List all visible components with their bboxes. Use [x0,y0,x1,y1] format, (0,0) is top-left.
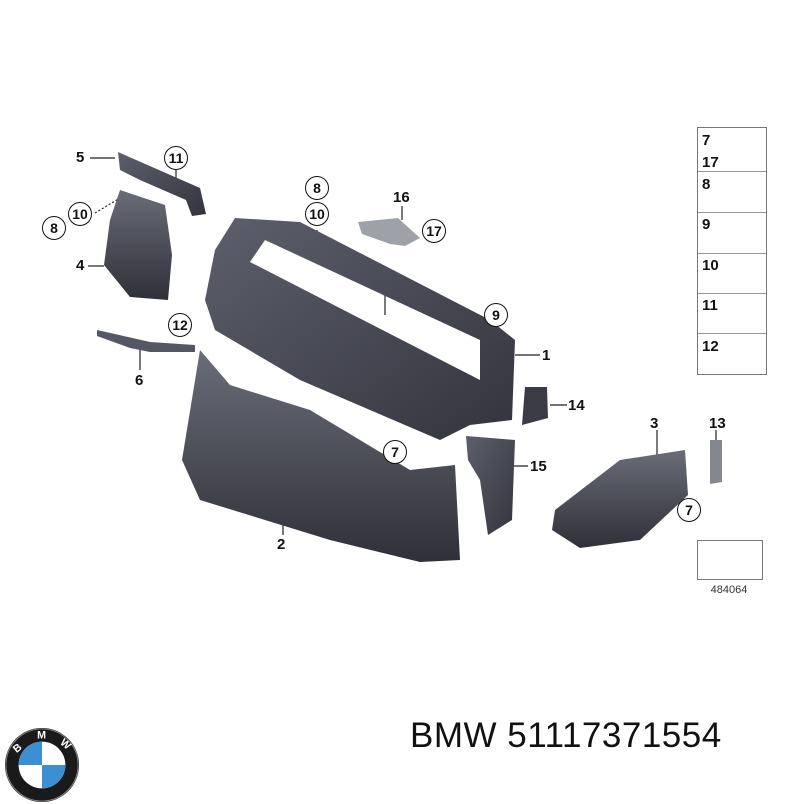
circled-callout-9: 9 [484,303,508,327]
part-16-plate [358,218,420,246]
legend-label-11: 11 [702,297,718,314]
callout-5: 5 [76,149,85,166]
fastener-legend: 7 17 8 9 10 11 12 [697,127,767,375]
circled-callout-10-frame: 10 [305,202,329,226]
callout-15: 15 [530,458,547,475]
part-2-lower-shroud [182,350,460,562]
diagram-reference-code: 484064 [710,584,748,596]
part-5-bracket [118,152,206,216]
circled-callout-7-shroud: 7 [383,440,407,464]
part-3-air-duct [552,450,688,548]
part-1-frame [205,218,515,440]
circled-callout-17: 17 [422,219,446,243]
circled-callout-8-frame: 8 [305,176,329,200]
circled-callout-8: 8 [42,216,66,240]
callout-16: 16 [393,189,410,206]
callout-4: 4 [76,257,85,274]
circled-callout-7-duct: 7 [677,498,701,522]
callout-13: 13 [709,415,726,432]
legend-label-7: 7 [702,132,711,149]
callout-6: 6 [135,372,144,389]
callout-2: 2 [277,536,286,553]
part-13-seal [710,440,722,484]
svg-text:M: M [37,730,46,742]
legend-label-9: 9 [702,216,711,233]
legend-label-12: 12 [702,338,719,355]
callout-1: 1 [542,347,551,364]
part-14-cover [522,387,548,425]
callout-3: 3 [650,415,659,432]
part-title: BMW 51117371554 [410,716,722,755]
part-6-bracket [97,330,195,352]
part-4-duct [104,190,172,300]
callout-14: 14 [568,397,585,414]
part-15-deflector [466,436,515,535]
legend-label-10: 10 [702,257,719,274]
circled-callout-12: 12 [168,313,192,337]
legend-label-8: 8 [702,176,711,193]
circled-callout-10: 10 [68,202,92,226]
orientation-reference-box [697,540,763,580]
legend-label-17: 17 [702,154,719,171]
circled-callout-11: 11 [164,146,188,170]
bmw-logo-icon: B M W [4,727,80,803]
